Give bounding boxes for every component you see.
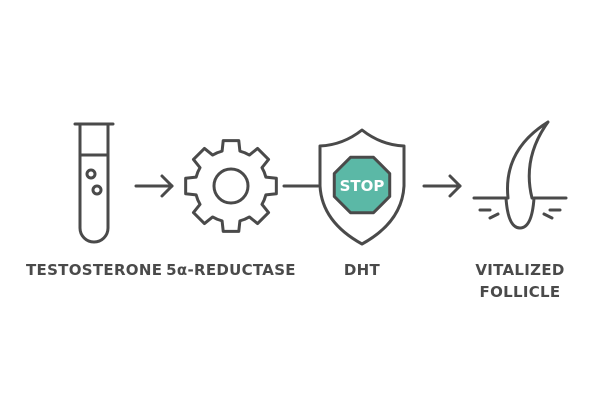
test-tube-icon (73, 122, 115, 244)
label-vitalized-follicle: VITALIZED FOLLICLE (470, 259, 570, 303)
stop-sign-text: STOP (340, 177, 385, 195)
arrow-icon (134, 174, 174, 198)
label-vitalized: VITALIZED (475, 261, 565, 279)
label-testosterone: TESTOSTERONE (26, 261, 163, 279)
stop-sign-icon: STOP (332, 155, 392, 215)
gear-icon (184, 139, 278, 233)
hair-follicle-icon (472, 120, 568, 230)
arrow-icon (422, 174, 462, 198)
label-dht: DHT (343, 261, 381, 279)
label-follicle: FOLLICLE (479, 283, 561, 301)
label-5a-reductase: 5α-REDUCTASE (166, 261, 296, 279)
shield-icon (318, 128, 406, 246)
